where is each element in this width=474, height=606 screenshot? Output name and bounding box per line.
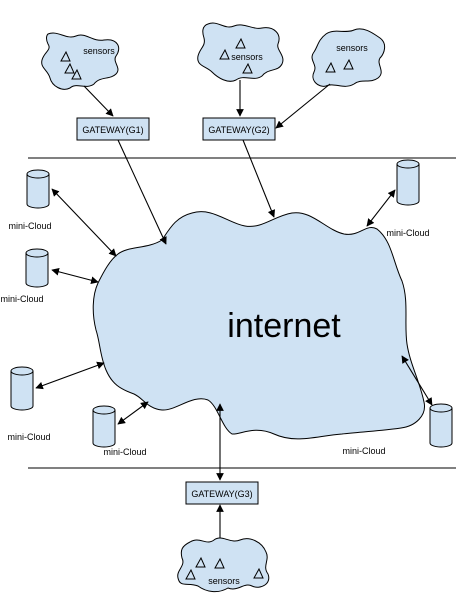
mini-cloud-label-3: mini-Cloud	[7, 432, 50, 442]
mini-cloud-db-2	[25, 248, 49, 288]
arrow-minicloud5-internet	[366, 189, 396, 227]
sensor-icon	[185, 568, 196, 580]
gateway-g1-label: GATEWAY(G1)	[82, 125, 143, 135]
sensor-icon	[214, 557, 225, 569]
sensor-icon	[253, 567, 264, 579]
mini-cloud-label-4: mini-Cloud	[103, 447, 146, 457]
sensor-cluster-4	[177, 537, 270, 593]
sensor-icon	[64, 62, 75, 74]
arrow-minicloud2-internet	[51, 268, 99, 284]
arrow-sensors1-to-g1	[83, 85, 114, 117]
gateway-g3: GATEWAY(G3)	[185, 481, 259, 505]
sensor-icon	[71, 68, 82, 80]
gateway-g1: GATEWAY(G1)	[76, 117, 150, 141]
internet-cloud	[92, 211, 425, 440]
internet-label: internet	[227, 307, 341, 345]
sensor-icon	[219, 48, 230, 60]
arrow-g2-to-internet	[242, 139, 275, 218]
gateway-g2-label: GATEWAY(G2)	[208, 125, 269, 135]
sensor-cluster-1-label: sensors	[83, 46, 115, 56]
arrow-minicloud3-internet	[35, 361, 105, 390]
sensor-icon	[343, 58, 354, 70]
arrow-g1-to-internet	[117, 139, 167, 245]
sensor-cluster-1	[41, 32, 120, 90]
mini-cloud-label-2: mini-Cloud	[0, 294, 43, 304]
gateway-g2: GATEWAY(G2)	[202, 117, 276, 141]
gateway-g3-label: GATEWAY(G3)	[191, 489, 252, 499]
mini-cloud-label-6: mini-Cloud	[342, 446, 385, 456]
sensor-icon	[60, 50, 71, 62]
sensor-icon	[195, 556, 206, 568]
mini-cloud-db-1	[26, 169, 50, 209]
sensor-cluster-3-label: sensors	[336, 43, 368, 53]
sensor-icon	[242, 62, 253, 74]
mini-cloud-db-6	[429, 403, 453, 448]
mini-cloud-db-4	[92, 405, 116, 448]
sensor-cluster-4-label: sensors	[208, 576, 240, 586]
arrow-minicloud4-internet	[117, 401, 149, 425]
sensor-cluster-2	[197, 22, 284, 82]
mini-cloud-label-1: mini-Cloud	[8, 221, 51, 231]
sensor-cluster-2-label: sensors	[231, 52, 263, 62]
mini-cloud-label-5: mini-Cloud	[386, 228, 429, 238]
arrow-minicloud6-internet	[401, 355, 433, 406]
arrow-minicloud1-internet	[51, 188, 117, 257]
sensor-icon	[325, 61, 336, 73]
sensor-cluster-3	[311, 28, 386, 87]
arrow-sensors3-to-g2	[275, 83, 331, 129]
sensor-icon	[235, 37, 246, 49]
mini-cloud-db-3	[10, 366, 34, 411]
mini-cloud-db-5	[396, 159, 420, 206]
